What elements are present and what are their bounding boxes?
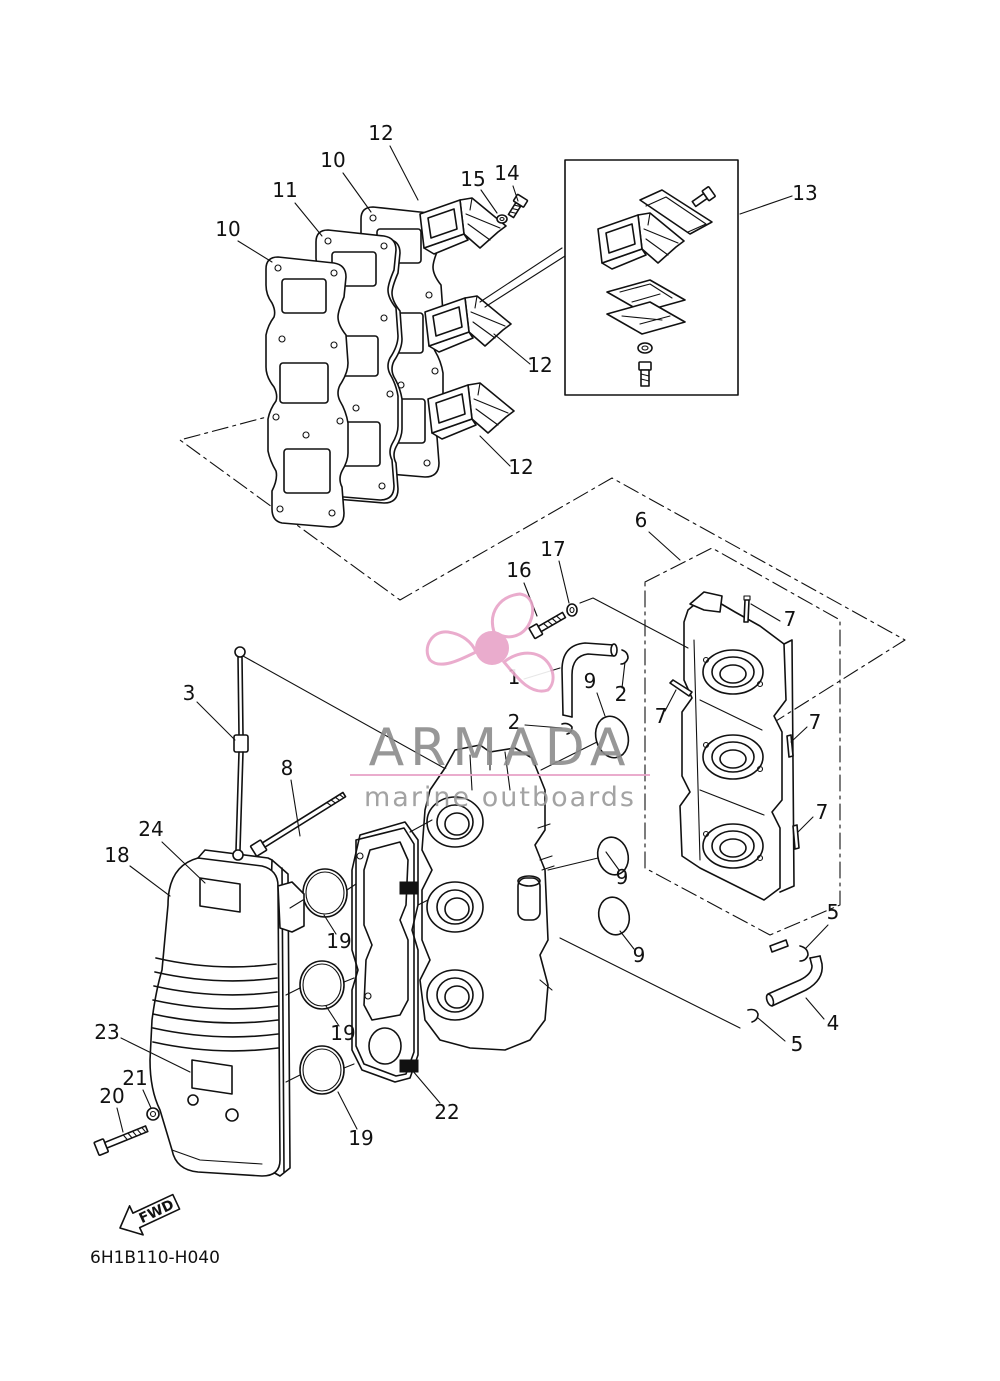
callout-label: 7 — [784, 607, 797, 631]
hose-4 — [765, 939, 823, 1007]
connection-lines — [242, 655, 741, 1083]
callout-label: 19 — [326, 929, 351, 953]
callout-label: 11 — [272, 178, 297, 202]
reed-valve-12-top — [419, 197, 507, 255]
assembly-line-reed-group — [179, 404, 906, 727]
washer-15 — [496, 214, 508, 224]
callout-label: 13 — [792, 181, 817, 205]
intake-manifold-6 — [679, 591, 795, 901]
callout-label: 9 — [584, 669, 597, 693]
callout-label: 19 — [330, 1021, 355, 1045]
callout-label: 19 — [348, 1126, 373, 1150]
o-rings-19 — [299, 868, 348, 1095]
callout-label: 10 — [215, 217, 240, 241]
washer-17 — [566, 603, 578, 617]
callout-label: 15 — [460, 167, 485, 191]
callout-label: 2 — [615, 682, 628, 706]
callout-label: 24 — [138, 817, 163, 841]
callout-label: 9 — [633, 943, 646, 967]
washer-21 — [146, 1107, 160, 1121]
watermark-tagline: marine outboards — [364, 782, 636, 813]
watermark: ARMADA marine outboards — [350, 592, 650, 813]
gaskets-9 — [594, 715, 631, 936]
callout-label: 6 — [635, 508, 648, 532]
callout-label: 16 — [506, 558, 531, 582]
diagram-code: 6H1B110-H040 — [90, 1248, 220, 1268]
bolt-16 — [528, 611, 567, 640]
label-plate-23 — [191, 1059, 233, 1095]
callout-label: 3 — [183, 681, 196, 705]
callout-label: 5 — [827, 900, 840, 924]
callout-label: 21 — [122, 1066, 147, 1090]
callout-label: 14 — [494, 161, 519, 185]
label-plate-24 — [199, 877, 241, 913]
callout-labels: 12 10 11 15 14 10 13 12 12 6 17 16 7 3 1… — [94, 121, 839, 1150]
assembly-lines — [179, 404, 906, 936]
intake-silencer-18 — [149, 849, 305, 1177]
callout-label: 10 — [320, 148, 345, 172]
callout-label: 9 — [616, 865, 629, 889]
manifold-outline-box — [644, 547, 841, 936]
assembly-line-bolt-16 — [579, 597, 689, 649]
propeller-logo-icon — [425, 592, 555, 693]
callout-label: 7 — [816, 800, 829, 824]
linkage-rod-3 — [232, 646, 249, 861]
hose-1 — [561, 642, 618, 718]
callout-label: 12 — [508, 455, 533, 479]
watermark-brand: ARMADA — [369, 718, 632, 778]
reed-valve-detail-box-13 — [479, 159, 739, 396]
gasket-10-front — [265, 256, 349, 528]
callout-label: 12 — [527, 353, 552, 377]
callout-label: 7 — [655, 704, 668, 728]
callout-label: 20 — [99, 1084, 124, 1108]
callout-label: 22 — [434, 1100, 459, 1124]
clips-2 — [561, 649, 629, 735]
gasket-22 — [351, 821, 419, 1083]
callout-label: 8 — [281, 756, 294, 780]
studs-7 — [669, 595, 800, 850]
callout-label: 18 — [104, 843, 129, 867]
carburetor-assembly — [419, 744, 555, 1051]
bolt-20 — [93, 1125, 149, 1156]
callout-label: 7 — [809, 710, 822, 734]
callout-label: 23 — [94, 1020, 119, 1044]
callout-label: 5 — [791, 1032, 804, 1056]
callout-label: 17 — [540, 537, 565, 561]
callout-label: 12 — [368, 121, 393, 145]
bolt-8 — [249, 791, 347, 857]
fwd-arrow-icon: FWD — [119, 1193, 181, 1236]
clips-5 — [747, 945, 809, 1023]
callout-label: 4 — [827, 1011, 840, 1035]
callout-label: 2 — [508, 710, 521, 734]
